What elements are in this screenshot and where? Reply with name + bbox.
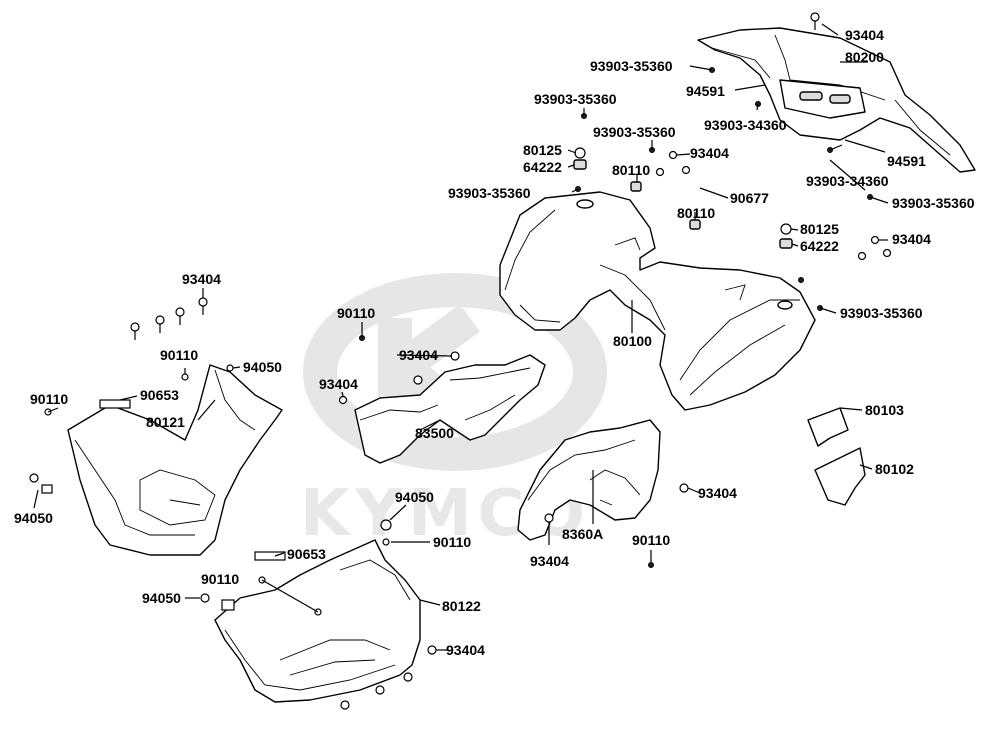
label-clip-94591-b: 94591 [887,153,926,169]
side-cover-part [517,419,661,541]
label-clip-90110-f: 90110 [632,532,670,548]
label-bolt-right: 93404 [892,231,931,247]
label-nut-94050-d: 94050 [142,590,181,606]
label-screw-fender: 93903-35360 [840,305,923,321]
label-side-cover: 8360A [562,526,603,542]
label-clip-90110-d: 90110 [433,534,471,550]
label-clip-94591-a: 94591 [686,83,725,99]
label-nut-94050-c: 94050 [395,489,434,505]
label-collar-left: 80125 [523,142,562,158]
label-nut-94050-a: 94050 [243,359,282,375]
label-screw-tank: 93903-35360 [534,91,617,107]
label-clip-90110-c: 90110 [30,391,68,407]
label-bolt-cover-a: 93404 [399,347,438,363]
label-footrest-right: 80122 [442,598,481,614]
decal-80102-part [814,447,866,506]
center-cover-part [354,354,546,464]
label-rubber-left: 64222 [523,159,562,175]
rear-rack-part [697,27,976,173]
label-bolt-side-b: 93404 [530,553,569,569]
label-clip-90110-e: 90110 [201,571,239,587]
label-screw-far-left: 93903-35360 [448,185,531,201]
label-bolt-cover-b: 93404 [319,376,358,392]
label-bolt-footrest: 93404 [446,642,485,658]
label-decal-a: 80103 [865,402,904,418]
decal-80103-part [807,407,849,447]
label-screw-top-left: 93903-35360 [590,58,673,74]
label-clip-90110-b: 90110 [160,347,198,363]
label-clip-90653-b: 90653 [287,546,326,562]
label-fender: 80100 [613,333,652,349]
label-clip-90653-a: 90653 [140,387,179,403]
label-rubber-right: 64222 [800,238,839,254]
label-cover-center: 83500 [415,425,454,441]
label-grommet-left: 80110 [612,162,650,178]
label-grommet-right: 80110 [677,205,715,221]
label-screw-right: 93903-35360 [892,195,975,211]
label-bolt-side-a: 93404 [698,485,737,501]
label-screw-mid: 93903-35360 [593,124,676,140]
footrest-left-part [67,364,283,556]
footrest-right-part [214,539,421,703]
label-bolt-mid: 93404 [690,145,729,161]
label-decal-b: 80102 [875,461,914,477]
label-collar-right: 80125 [800,221,839,237]
hardware-bolts [29,12,892,710]
label-rear-rack-bolt: 93404 [845,27,884,43]
part-labels: 93404 80200 93903-35360 94591 93903-3436… [14,27,975,658]
label-nut-94050-b: 94050 [14,510,53,526]
label-clip-90110-a: 90110 [337,305,375,321]
label-screw-rack-b: 93903-34360 [806,173,889,189]
label-bolt-left-top: 93404 [182,271,221,287]
fender-part [499,191,816,411]
label-footrest-left: 80121 [146,414,185,430]
leader-lines [33,23,889,651]
label-clip-90677: 90677 [730,190,769,206]
label-screw-rack: 93903-34360 [704,117,787,133]
label-rear-rack: 80200 [845,49,884,65]
